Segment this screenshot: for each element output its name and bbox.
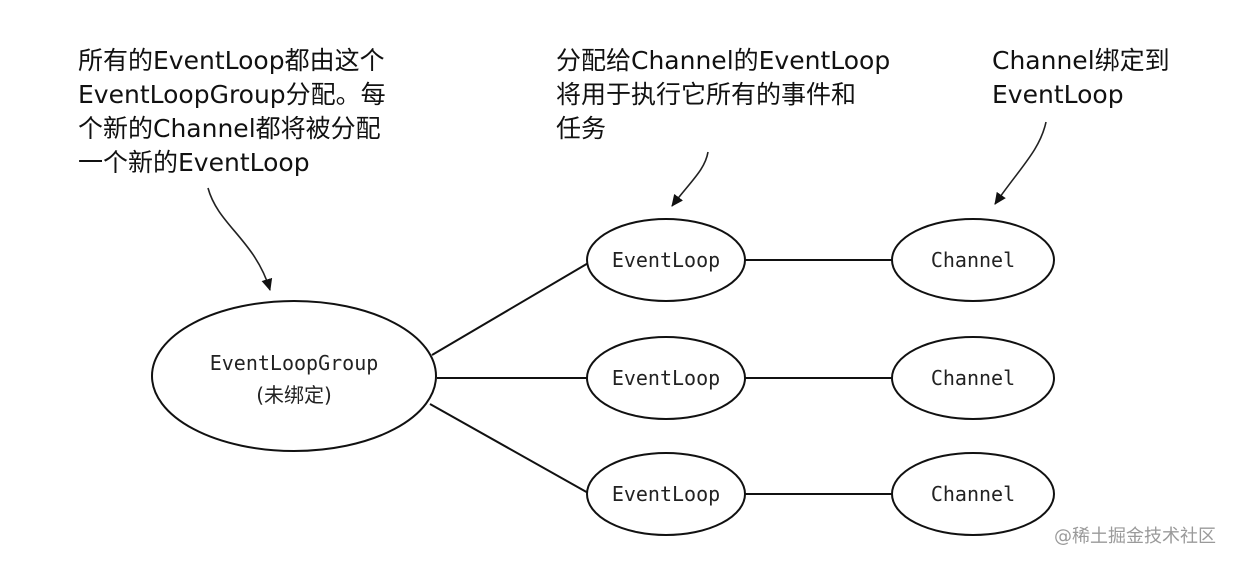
eventloopgroup-node: EventLoopGroup (未绑定) bbox=[151, 300, 437, 452]
eventloopgroup-label: EventLoopGroup bbox=[210, 351, 379, 375]
channel-annotation-line-1: Channel绑定到 bbox=[992, 46, 1170, 75]
eventloop-node: EventLoop bbox=[586, 336, 746, 420]
eventloop-annotation-line-2: 将用于执行它所有的事件和 bbox=[556, 80, 857, 109]
eventloop-label: EventLoop bbox=[612, 366, 720, 390]
channel-annotation: Channel绑定到 EventLoop bbox=[992, 44, 1170, 112]
eventloop-node: EventLoop bbox=[586, 452, 746, 536]
eventloop-node: EventLoop bbox=[586, 218, 746, 302]
group-annotation-line-3: 个新的Channel都将被分配 bbox=[78, 114, 381, 143]
connector-group-to-eventloop-3 bbox=[429, 403, 591, 495]
group-annotation-line-1: 所有的EventLoop都由这个 bbox=[78, 46, 385, 75]
group-annotation: 所有的EventLoop都由这个 EventLoopGroup分配。每 个新的C… bbox=[78, 44, 386, 180]
channel-annotation-line-2: EventLoop bbox=[992, 80, 1124, 109]
channel-pointer-arrow bbox=[994, 121, 1047, 205]
eventloop-annotation-line-3: 任务 bbox=[556, 114, 607, 143]
group-annotation-line-4: 一个新的EventLoop bbox=[78, 148, 310, 177]
eventloop-annotation: 分配给Channel的EventLoop 将用于执行它所有的事件和 任务 bbox=[556, 44, 890, 146]
watermark: @稀土掘金技术社区 bbox=[1054, 526, 1216, 547]
channel-node: Channel bbox=[891, 452, 1055, 536]
group-pointer-arrow bbox=[207, 187, 273, 291]
channel-label: Channel bbox=[931, 248, 1015, 272]
channel-node: Channel bbox=[891, 336, 1055, 420]
eventloopgroup-sublabel: (未绑定) bbox=[256, 383, 332, 407]
group-annotation-line-2: EventLoopGroup分配。每 bbox=[78, 80, 386, 109]
eventloop-annotation-line-1: 分配给Channel的EventLoop bbox=[556, 46, 891, 75]
eventloop-label: EventLoop bbox=[612, 482, 720, 506]
eventloop-label: EventLoop bbox=[612, 248, 720, 272]
channel-node: Channel bbox=[891, 218, 1055, 302]
channel-label: Channel bbox=[931, 366, 1015, 390]
eventloop-pointer-arrow bbox=[671, 151, 709, 207]
connector-group-to-eventloop-1 bbox=[431, 261, 591, 356]
channel-label: Channel bbox=[931, 482, 1015, 506]
